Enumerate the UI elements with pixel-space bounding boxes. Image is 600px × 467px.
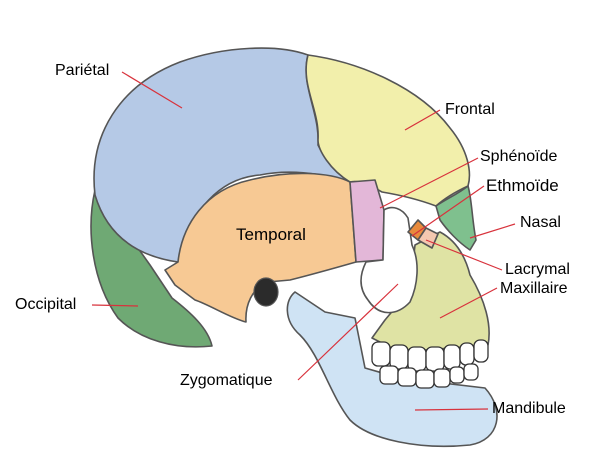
ear-canal [253, 277, 279, 307]
label-lacrimal: Lacrymal [505, 261, 570, 278]
upper-teeth [371, 339, 489, 372]
leader-lacrimal [425, 239, 503, 271]
label-frontal: Frontal [445, 101, 495, 118]
leader-mandible [414, 408, 489, 411]
leader-maxilla [439, 287, 498, 319]
leader-zygomatic [297, 283, 399, 381]
sphenoid-bone [349, 179, 385, 263]
leader-nasal [469, 223, 516, 239]
leader-ethmoid [411, 185, 485, 237]
leader-sphenoid [379, 157, 479, 209]
label-mandible: Mandibule [492, 400, 566, 417]
label-parietal: Pariétal [55, 62, 110, 79]
mandible-bone [286, 291, 498, 448]
nasal-bone [435, 185, 477, 251]
leader-parietal [121, 71, 183, 109]
label-occipital: Occipital [15, 296, 77, 313]
label-temporal: Temporal [236, 225, 306, 244]
zygomatic-bone [360, 206, 418, 314]
lower-teeth [379, 363, 479, 389]
frontal-bone [305, 54, 471, 207]
label-maxilla: Maxillaire [500, 280, 568, 297]
leader-occipital [91, 304, 139, 307]
label-zygomatic: Zygomatique [180, 372, 273, 389]
temporal-bone [164, 172, 357, 323]
label-nasal: Nasal [520, 214, 561, 231]
label-ethmoid: Ethmoïde [486, 176, 559, 195]
label-sphenoid: Sphénoïde [480, 148, 558, 165]
leader-frontal [404, 109, 441, 131]
